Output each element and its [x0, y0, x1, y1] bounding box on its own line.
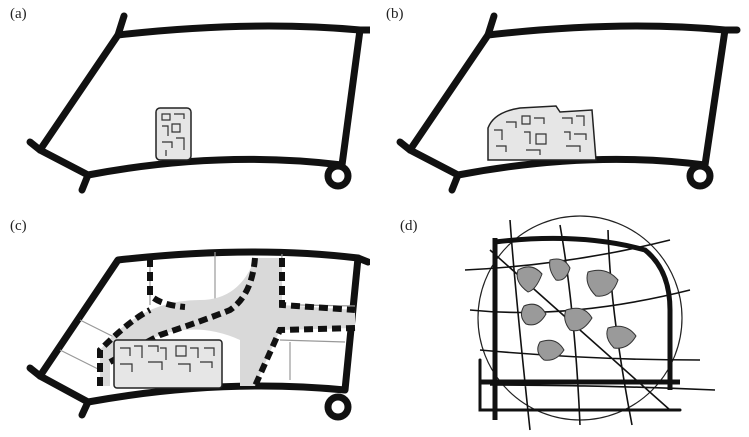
panel-b-diagram — [396, 12, 741, 194]
panel-d-diagram — [464, 215, 716, 431]
panel-c-diagram — [26, 248, 370, 421]
panel-d-label: (d) — [400, 218, 418, 234]
panel-c: (c) — [0, 210, 370, 437]
panel-b-label: (b) — [386, 6, 404, 22]
panel-d: (d) — [370, 210, 749, 437]
panel-a: (a) — [0, 0, 370, 200]
panel-a-label: (a) — [10, 6, 27, 22]
panel-a-diagram — [26, 12, 370, 194]
panel-c-label: (c) — [10, 218, 27, 234]
panel-b: (b) — [370, 0, 749, 200]
